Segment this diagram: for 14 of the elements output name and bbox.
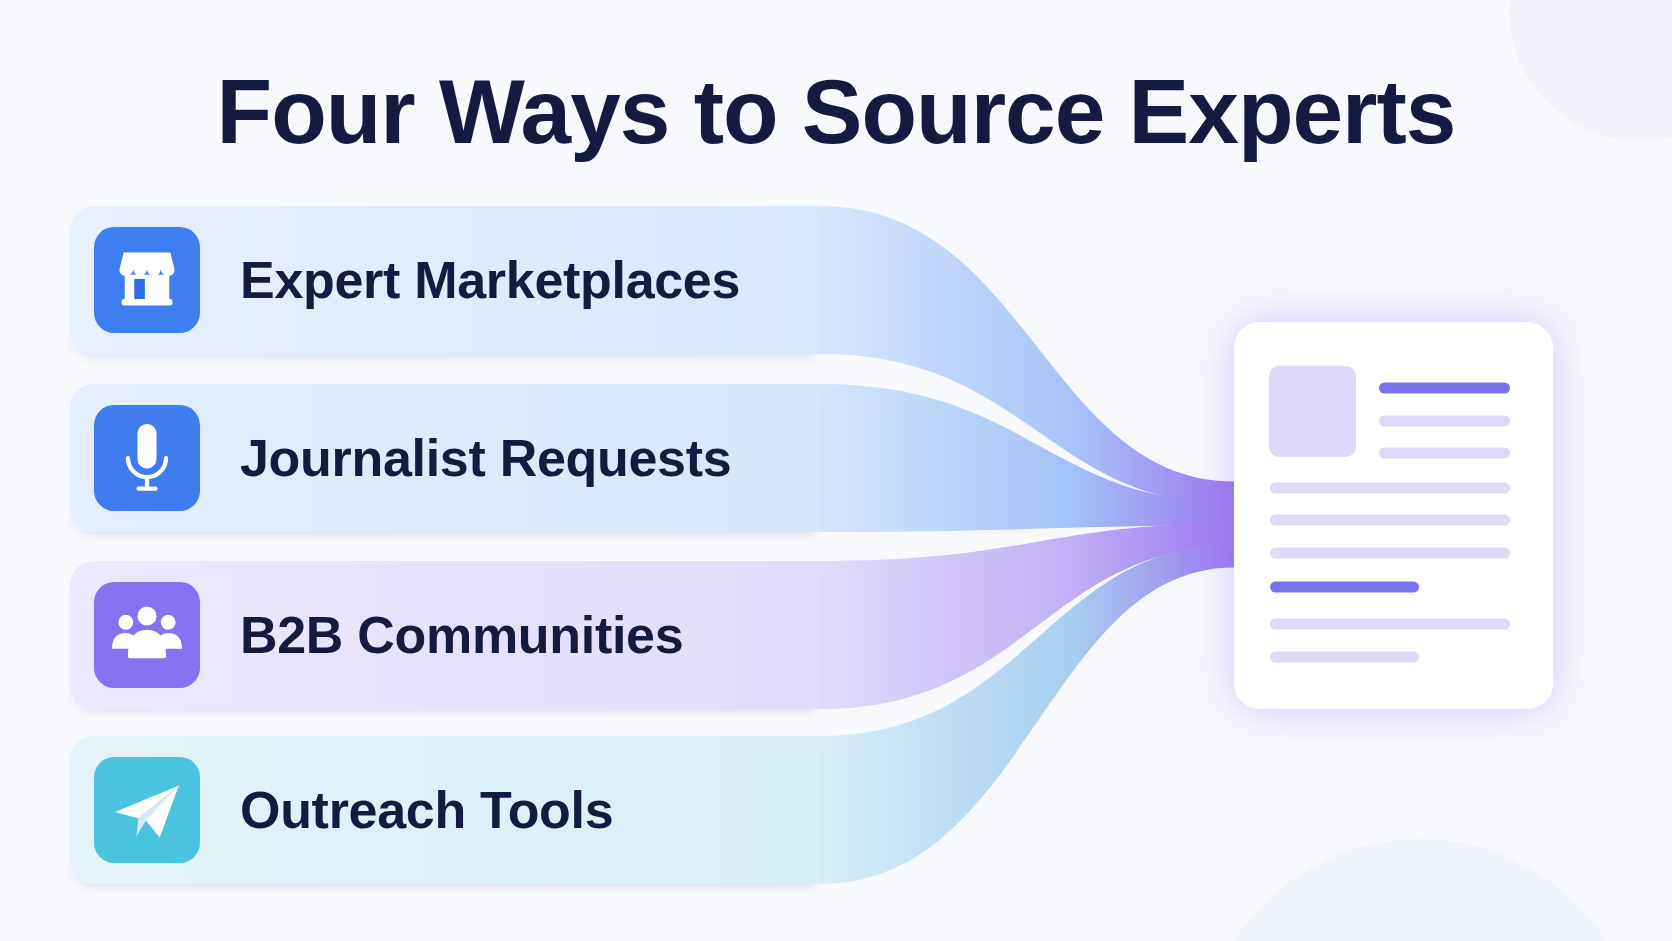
flow-ribbon xyxy=(820,206,1234,505)
source-band xyxy=(70,206,820,354)
category-label: B2B Communities xyxy=(240,605,684,666)
source-band xyxy=(70,736,820,884)
flow-ribbon xyxy=(820,523,1234,709)
category-label: Expert Marketplaces xyxy=(240,250,741,311)
document-illustration xyxy=(1234,322,1553,709)
flow-ribbon xyxy=(820,544,1234,884)
category-label: Journalist Requests xyxy=(240,428,732,489)
source-band xyxy=(70,561,820,709)
flow-ribbon xyxy=(820,384,1234,532)
source-band xyxy=(70,384,820,532)
category-label: Outreach Tools xyxy=(240,780,614,841)
title: Four Ways to Source Experts xyxy=(216,61,1456,162)
